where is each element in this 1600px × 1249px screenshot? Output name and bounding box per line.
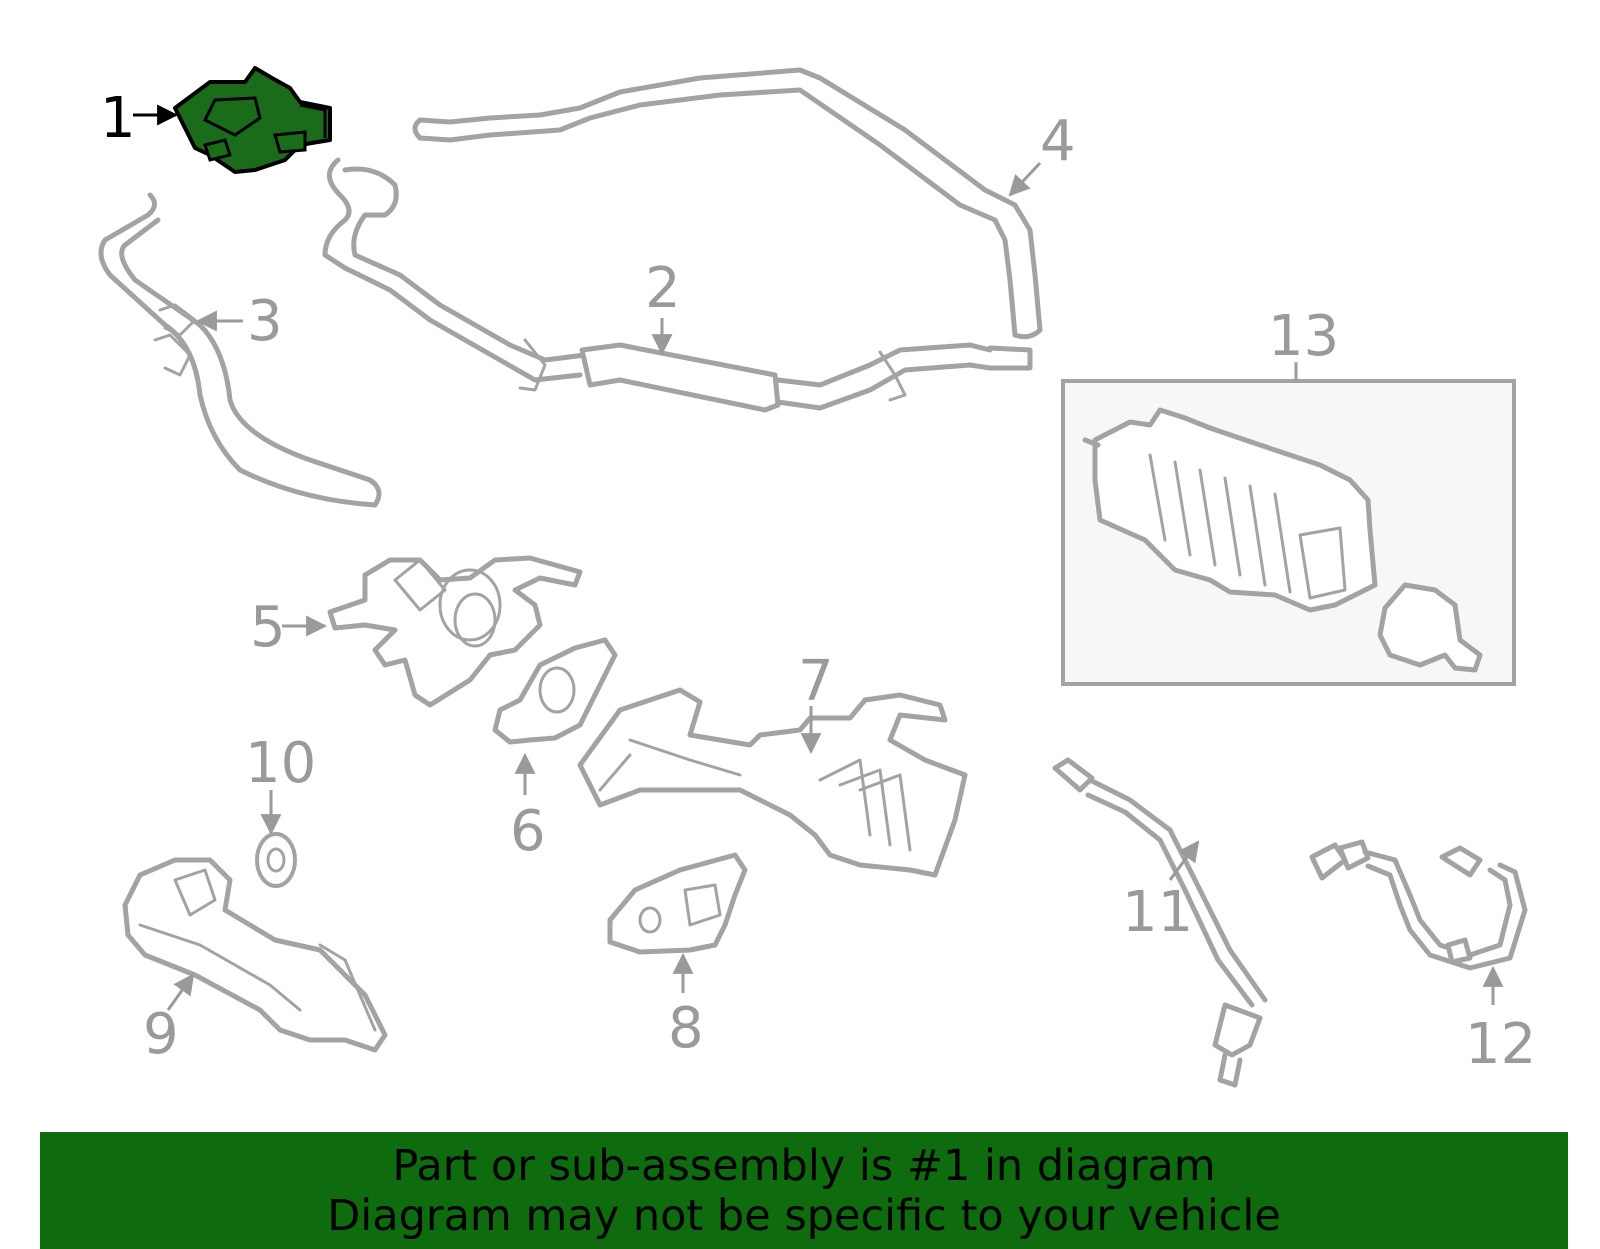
part-7-egr-cooler[interactable] xyxy=(577,687,968,878)
callout-10[interactable]: 10 xyxy=(245,731,316,836)
callout-5-label: 5 xyxy=(250,595,286,660)
banner-line-2: Diagram may not be specific to your vehi… xyxy=(327,1190,1281,1241)
callout-1-label: 1 xyxy=(100,86,136,151)
callout-9-label: 9 xyxy=(143,1002,179,1067)
callout-13-label: 13 xyxy=(1268,304,1339,369)
callout-3-label: 3 xyxy=(247,289,283,354)
banner-line-1: Part or sub-assembly is #1 in diagram xyxy=(392,1140,1216,1191)
callout-1[interactable]: 1 xyxy=(100,86,179,151)
callout-7-label: 7 xyxy=(798,649,834,714)
part-1-valve[interactable] xyxy=(173,66,332,174)
callout-6[interactable]: 6 xyxy=(510,752,546,864)
callout-13[interactable]: 13 xyxy=(1268,304,1339,381)
part-1-body xyxy=(173,66,332,174)
callout-6-label: 6 xyxy=(510,799,546,864)
part-6-gasket[interactable] xyxy=(492,637,618,745)
callout-3[interactable]: 3 xyxy=(195,289,283,354)
part-3-hose[interactable] xyxy=(98,192,382,508)
callout-12-label: 12 xyxy=(1465,1012,1536,1077)
callout-11-label: 11 xyxy=(1122,880,1193,945)
callout-12[interactable]: 12 xyxy=(1465,965,1536,1077)
callout-7[interactable]: 7 xyxy=(798,649,834,755)
part-5-egr-valve[interactable] xyxy=(327,555,583,708)
callout-9[interactable]: 9 xyxy=(143,973,195,1067)
callout-8-label: 8 xyxy=(668,996,704,1061)
part-13-canister-assembly[interactable] xyxy=(1061,379,1516,686)
part-10-washer[interactable] xyxy=(255,832,297,888)
callout-4[interactable]: 4 xyxy=(1008,109,1076,197)
callout-2-label: 2 xyxy=(645,256,681,321)
callout-2[interactable]: 2 xyxy=(645,256,681,356)
callout-11[interactable]: 11 xyxy=(1122,840,1200,945)
callout-10-label: 10 xyxy=(245,731,316,796)
callout-8[interactable]: 8 xyxy=(668,952,704,1061)
part-4-hose[interactable] xyxy=(412,67,1043,340)
callout-4-label: 4 xyxy=(1040,109,1076,174)
part-8-gasket[interactable] xyxy=(607,852,748,955)
part-2-hose[interactable] xyxy=(322,157,1033,413)
part-11-sensor[interactable] xyxy=(1052,757,1268,1088)
info-banner: Part or sub-assembly is #1 in diagram Di… xyxy=(40,1132,1568,1249)
callout-5[interactable]: 5 xyxy=(250,595,328,660)
part-12-sensor[interactable] xyxy=(1309,839,1528,971)
part-9-pipe[interactable] xyxy=(122,857,388,1053)
